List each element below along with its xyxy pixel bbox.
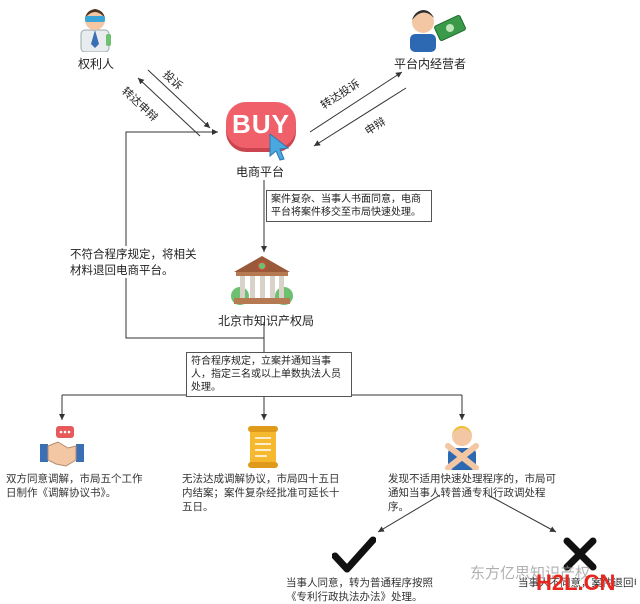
outcome-mediation-success: 双方同意调解，市局五个工作日制作《调解协议书》。 xyxy=(6,473,143,499)
cursor-icon xyxy=(269,132,290,161)
outcome-disagree-return: 当事人不同意，案件退回电商平台处理。 xyxy=(518,577,636,589)
watermark-logo: H2L.CN xyxy=(536,570,616,595)
node-ip-office: 北京市知识产权局 xyxy=(218,314,315,328)
outcome-agree-normal: 当事人同意，转为普通程序按照《专利行政执法办法》处理。 xyxy=(286,577,433,603)
note-transfer: 案件复杂、当事人书面同意，电商平台将案件移交至市局快速处理。 xyxy=(266,190,432,222)
arrow-to-disagree xyxy=(487,494,557,533)
outcome-mediation-fail: 无法达成调解协议，市局四十五日内结案；案件复杂经批准可延长十五日。 xyxy=(182,473,340,513)
arrow-forward-defense-left xyxy=(137,77,201,137)
outcome-not-applicable: 发现不适用快速处理程序的，市局可通知当事人转普通专利行政调处程序。 xyxy=(388,473,556,513)
note-reject: 不符合程序规定，将相关材料退回电商平台。 xyxy=(70,246,198,278)
government-building-icon xyxy=(231,256,293,305)
note-accept: 符合程序规定，立案并通知当事人，指定三名或以上单数执法人员处理。 xyxy=(186,352,352,397)
handshake-icon xyxy=(40,426,84,467)
merchant-with-money-icon xyxy=(410,10,466,52)
node-platform-operator: 平台内经营者 xyxy=(394,57,467,71)
watermark-text: 东方亿思知识产权 xyxy=(470,564,591,582)
arrow-reject-loop xyxy=(125,129,264,339)
cross-mark-icon xyxy=(563,537,597,571)
arrow-forward-complaint-right xyxy=(309,71,403,133)
node-rights-holder: 权利人 xyxy=(78,57,115,71)
check-mark-icon xyxy=(332,536,376,573)
scientist-icon xyxy=(80,9,111,52)
scroll-document-icon xyxy=(248,426,278,468)
node-ecommerce-platform: 电商平台 xyxy=(236,165,285,179)
arrow-complaint-left xyxy=(147,69,211,129)
person-crossed-arms-icon xyxy=(445,426,479,470)
buy-button-icon: BUY xyxy=(226,102,296,148)
arrow-defense-right xyxy=(313,87,407,147)
arrow-to-agree xyxy=(377,494,441,533)
